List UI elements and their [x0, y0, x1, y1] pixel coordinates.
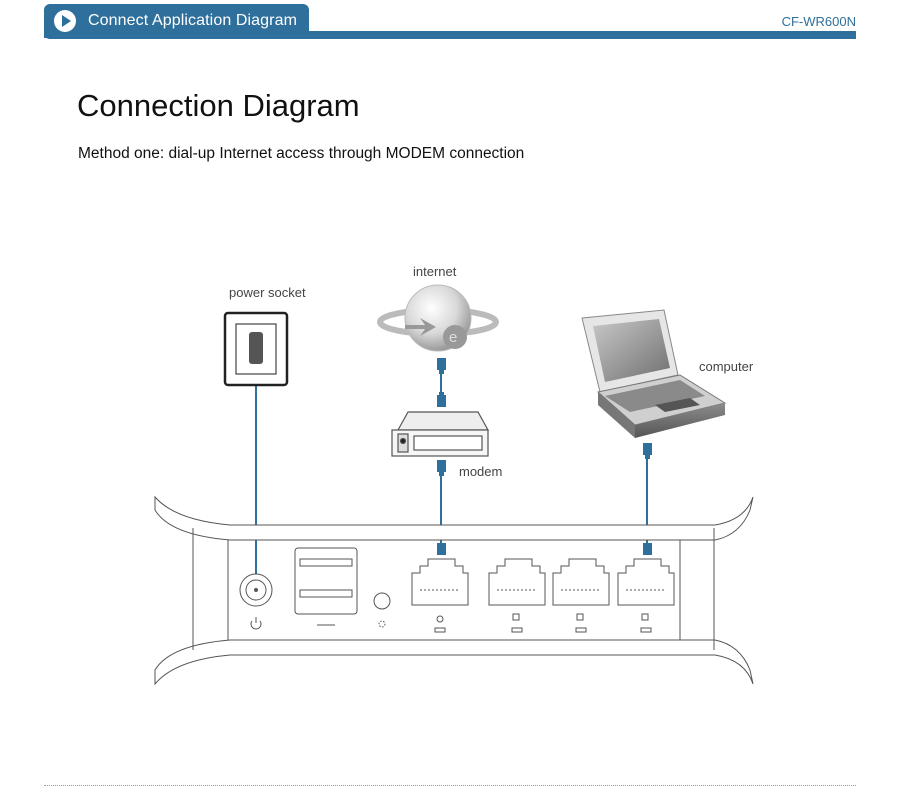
wan-port — [411, 558, 469, 633]
power-port — [239, 573, 273, 630]
label-internet: internet — [413, 264, 457, 279]
modem-icon — [391, 411, 490, 457]
plug-icon — [437, 392, 446, 407]
plug-icon — [643, 443, 652, 459]
lan-icon — [641, 613, 649, 621]
label-computer: computer — [699, 359, 754, 374]
lan-port-2 — [552, 558, 610, 633]
router-device — [154, 495, 754, 686]
lan-icon — [512, 613, 520, 621]
label-modem: modem — [459, 464, 503, 479]
section-title: Connect Application Diagram — [88, 12, 298, 29]
plug-icon — [437, 543, 446, 555]
power-socket-icon — [223, 311, 289, 387]
plug-icon — [643, 543, 652, 555]
plug-icon — [437, 460, 446, 476]
lan-port-3 — [617, 558, 675, 633]
reset-button — [373, 592, 391, 628]
lan-port-1 — [488, 558, 546, 633]
svg-text:e: e — [449, 329, 457, 346]
label-power-socket: power socket — [229, 285, 306, 300]
play-circle-icon — [54, 10, 76, 32]
usb-port — [294, 547, 358, 626]
reset-icon — [378, 620, 386, 628]
wan-globe-icon — [436, 615, 444, 623]
plug-icon — [437, 358, 446, 374]
footer-divider — [44, 785, 856, 786]
method-description: Method one: dial-up Internet access thro… — [78, 145, 525, 162]
laptop-computer-icon — [581, 309, 727, 438]
header-rule — [44, 31, 856, 39]
model-number: CF-WR600N — [781, 14, 856, 29]
internet-globe-icon: e — [377, 284, 499, 352]
page-title: Connection Diagram — [77, 88, 360, 123]
power-icon — [250, 617, 262, 630]
cable-plugs — [437, 358, 652, 555]
lan-icon — [576, 613, 584, 621]
router-ports — [239, 547, 675, 633]
